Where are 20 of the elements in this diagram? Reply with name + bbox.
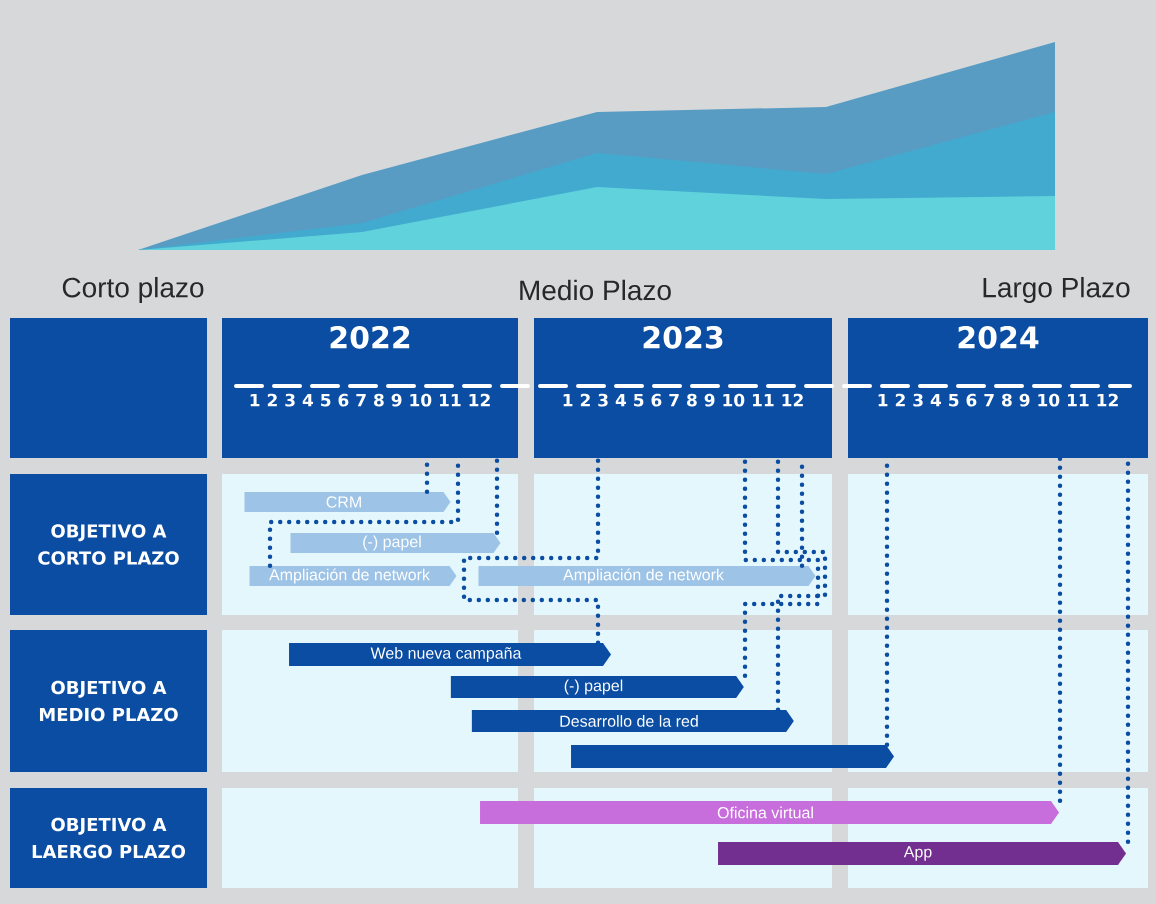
term-label: Medio Plazo [520, 279, 671, 301]
timeline-bar: Ampliación de network [478, 566, 816, 586]
term-label: Corto plazo [62, 276, 204, 304]
year-header-box: 2024 1 2 3 4 5 6 7 8 9 10 11 12 [848, 318, 1148, 458]
timeline-bar: (-) papel [290, 533, 501, 553]
timeline-bar [571, 745, 895, 768]
row-header-box: OBJETIVO A MEDIO PLAZO [10, 630, 207, 772]
year-header-box: 2023 1 2 3 4 5 6 7 8 9 10 11 12 [534, 318, 832, 458]
row-header-box: OBJETIVO A LAERGO PLAZO [10, 788, 207, 888]
timeline-bar: Web nueva campaña [289, 643, 612, 666]
timeline-bar: (-) papel [450, 676, 744, 698]
timeline-bar: App [718, 842, 1127, 865]
dotted-line [1057, 455, 1063, 804]
year-header-box: 2022 1 2 3 4 5 6 7 8 9 10 11 12 [222, 318, 518, 458]
timeline-bar: Oficina virtual [480, 801, 1060, 824]
row-header-box: OBJETIVO A CORTO PLAZO [10, 474, 207, 615]
header-box [10, 318, 207, 458]
timeline-bar: Desarrollo de la red [471, 710, 794, 732]
timeline-bar: Ampliación de network [249, 566, 457, 586]
timeline-bar: CRM [244, 492, 451, 512]
